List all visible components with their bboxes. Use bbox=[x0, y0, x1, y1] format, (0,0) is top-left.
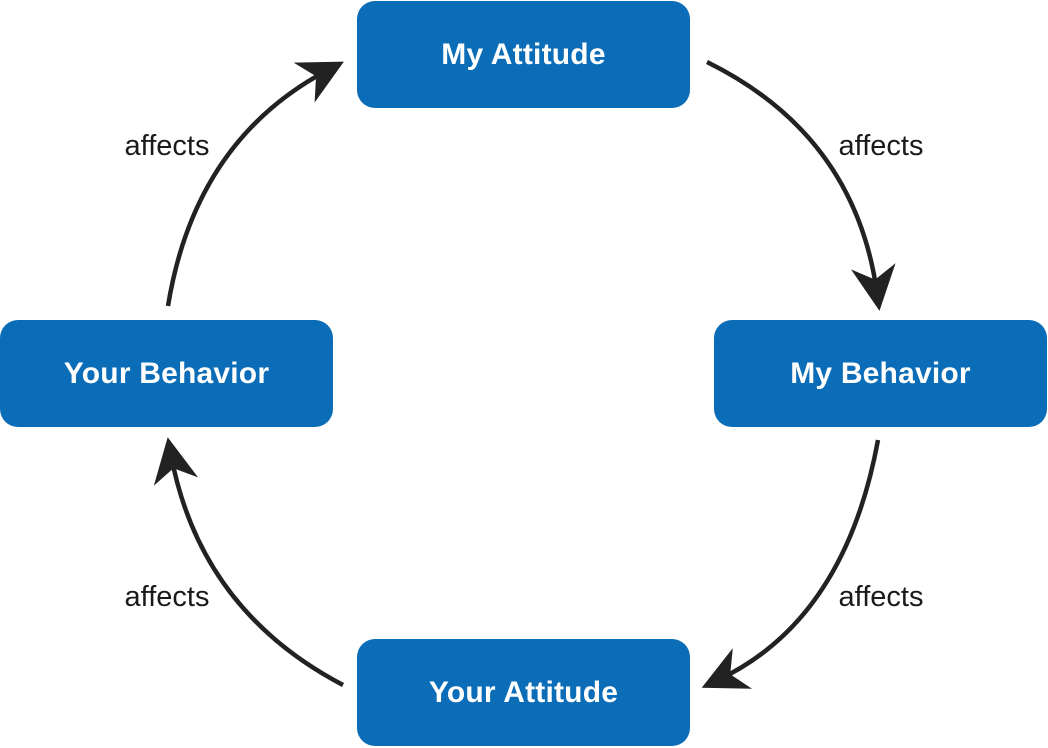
arrow-your-behavior-to-my-attitude bbox=[165, 61, 344, 307]
node-my-behavior: My Behavior bbox=[714, 320, 1047, 427]
arrow-your-attitude-to-your-behavior bbox=[153, 437, 345, 687]
node-your-attitude: Your Attitude bbox=[357, 639, 690, 746]
node-my-attitude: My Attitude bbox=[357, 1, 690, 108]
edge-label-my-attitude-to-my-behavior: affects bbox=[838, 130, 924, 162]
arrow-my-attitude-to-my-behavior bbox=[706, 59, 896, 311]
edge-label-your-attitude-to-your-behavior: affects bbox=[124, 581, 210, 613]
edge-label-my-behavior-to-your-attitude: affects bbox=[838, 581, 924, 613]
arrow-my-behavior-to-your-attitude bbox=[701, 439, 881, 689]
node-your-behavior: Your Behavior bbox=[0, 320, 333, 427]
edge-label-your-behavior-to-my-attitude: affects bbox=[124, 130, 210, 162]
